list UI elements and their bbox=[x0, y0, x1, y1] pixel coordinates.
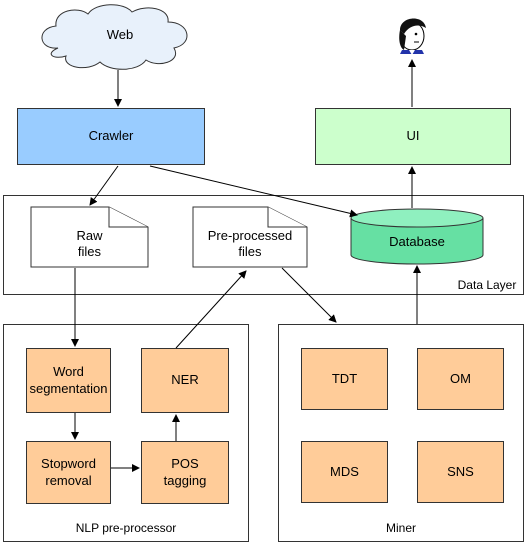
arrow-ner-preprocessed bbox=[175, 270, 247, 349]
preprocessed-files-label: Pre-processed files bbox=[207, 227, 293, 259]
stopword-removal-box: Stopword removal bbox=[26, 441, 111, 504]
web-label: Web bbox=[106, 27, 134, 42]
ner-box: NER bbox=[141, 348, 229, 413]
sns-box: SNS bbox=[417, 441, 504, 503]
om-box: OM bbox=[417, 348, 504, 410]
arrow-crawler-rawfiles bbox=[89, 165, 119, 206]
arrow-crawler-database bbox=[149, 165, 358, 218]
data-layer-label: Data Layer bbox=[457, 278, 517, 292]
raw-files-label: Raw files bbox=[76, 227, 103, 259]
pos-tagging-box: POS tagging bbox=[141, 441, 229, 504]
word-segmentation-box: Word segmentation bbox=[26, 348, 111, 413]
arrow-preprocessed-miner bbox=[281, 267, 337, 323]
miner-label: Miner bbox=[385, 521, 416, 535]
database-label: Database bbox=[389, 233, 445, 249]
tdt-box: TDT bbox=[301, 348, 388, 410]
mds-box: MDS bbox=[301, 441, 388, 503]
ui-box: UI bbox=[315, 108, 511, 165]
nlp-preprocessor-label: NLP pre-processor bbox=[75, 521, 177, 535]
crawler-box: Crawler bbox=[17, 108, 205, 165]
